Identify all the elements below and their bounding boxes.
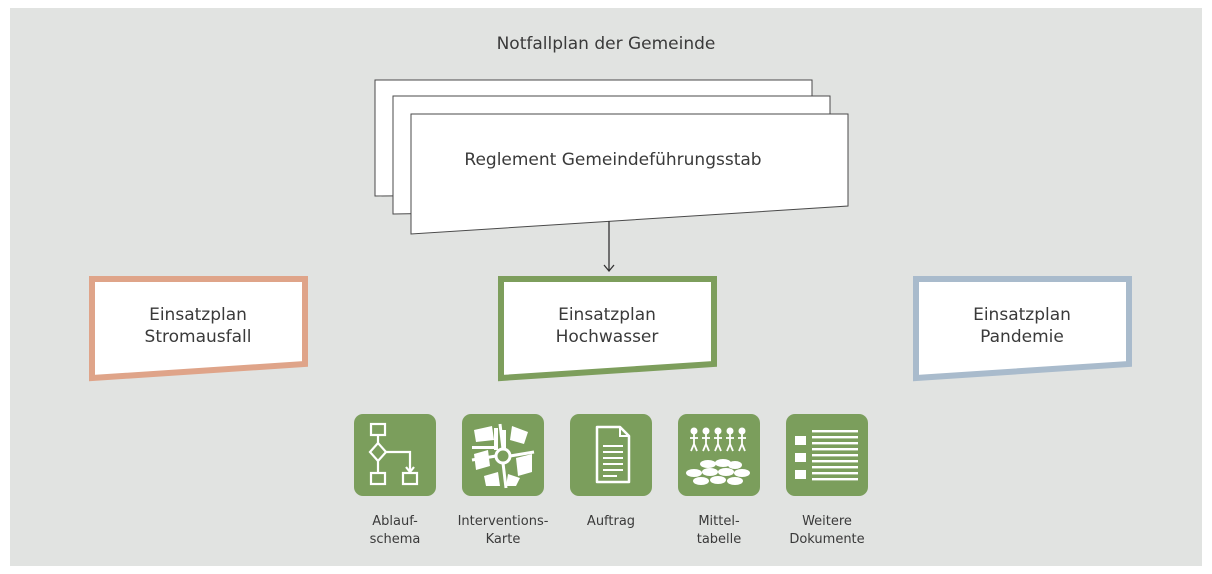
caption-line2: Karte [485, 532, 521, 547]
plan-label-hochwasser: Einsatzplan Hochwasser [512, 304, 702, 348]
caption-line2: tabelle [696, 532, 742, 547]
caption-mitteltabelle: Mittel- tabelle [664, 513, 774, 549]
caption-line2: schema [369, 532, 421, 547]
plan-box-stromausfall [89, 276, 308, 382]
caption-line1: Auftrag [586, 514, 636, 529]
arrow-down [603, 221, 615, 273]
reglement-sheet-front [410, 113, 849, 235]
map-icon [471, 423, 535, 489]
plan-label-line1: Einsatzplan [149, 305, 247, 325]
list-tile [786, 414, 868, 496]
flowchart-tile [354, 414, 436, 496]
caption-line2: Dokumente [789, 532, 865, 547]
plan-label-line1: Einsatzplan [558, 305, 656, 325]
plan-label-pandemie: Einsatzplan Pandemie [927, 304, 1117, 348]
sandbag-tile [678, 414, 760, 496]
document-tile [570, 414, 652, 496]
list-icon [795, 430, 858, 481]
caption-line1: Weitere [802, 514, 852, 529]
caption-interventionskarte: Interventions- Karte [448, 513, 558, 549]
caption-ablaufschema: Ablauf- schema [340, 513, 450, 549]
caption-auftrag: Auftrag [556, 513, 666, 531]
map-tile [462, 414, 544, 496]
document-icon [595, 425, 631, 484]
reglement-label: Reglement Gemeindeführungsstab [464, 150, 762, 170]
caption-line1: Ablauf- [372, 514, 418, 529]
plan-box-hochwasser [498, 276, 717, 382]
plan-label-stromausfall: Einsatzplan Stromausfall [103, 304, 293, 348]
plan-label-line1: Einsatzplan [973, 305, 1071, 325]
flowchart-icon [368, 422, 419, 486]
plan-box-pandemie [913, 276, 1132, 382]
plan-label-line2: Stromausfall [144, 327, 252, 347]
caption-line1: Interventions- [457, 514, 549, 529]
plan-label-line2: Hochwasser [555, 327, 659, 347]
plan-label-line2: Pandemie [980, 327, 1064, 347]
sandbag-team-icon [686, 427, 750, 485]
page-title: Notfallplan der Gemeinde [496, 34, 716, 54]
caption-weitere-dokumente: Weitere Dokumente [772, 513, 882, 549]
caption-line1: Mittel- [698, 514, 740, 529]
